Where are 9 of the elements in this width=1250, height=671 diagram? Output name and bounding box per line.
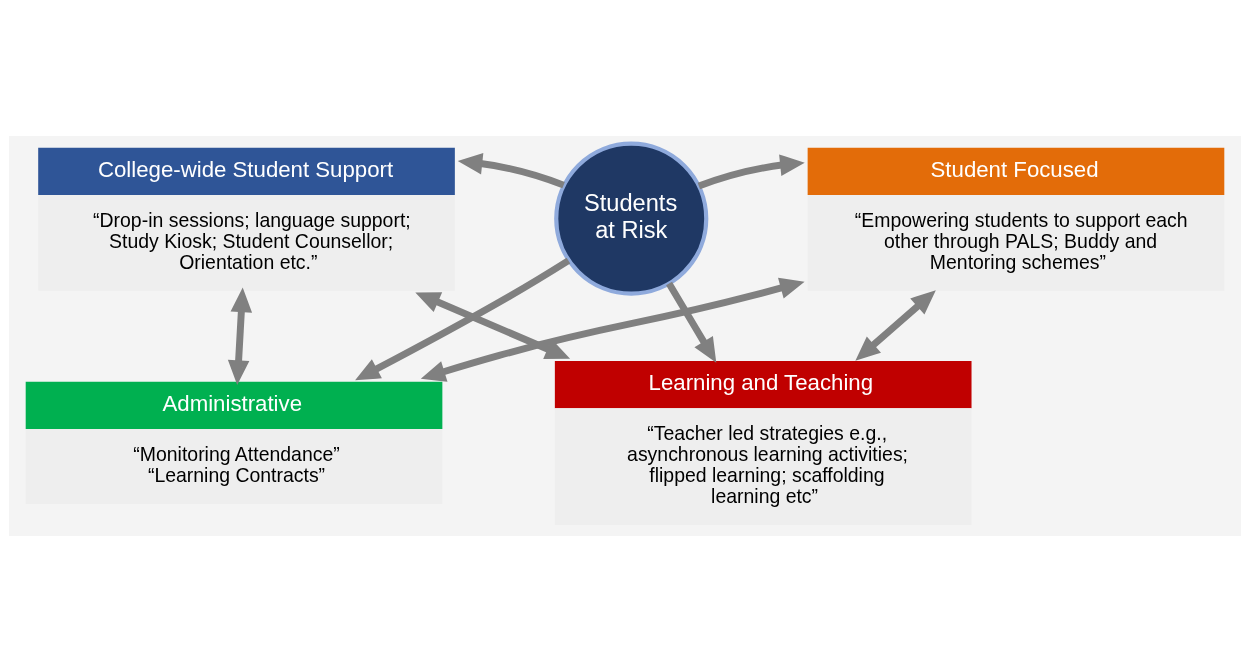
arrow bbox=[666, 281, 717, 363]
arrow bbox=[697, 153, 805, 189]
arrow bbox=[420, 277, 805, 382]
arrow bbox=[355, 257, 571, 380]
arrow bbox=[457, 152, 565, 188]
arrow bbox=[855, 289, 936, 361]
arrow bbox=[415, 291, 571, 359]
arrow bbox=[227, 287, 253, 385]
node-circle: Students at Risk bbox=[554, 141, 709, 296]
